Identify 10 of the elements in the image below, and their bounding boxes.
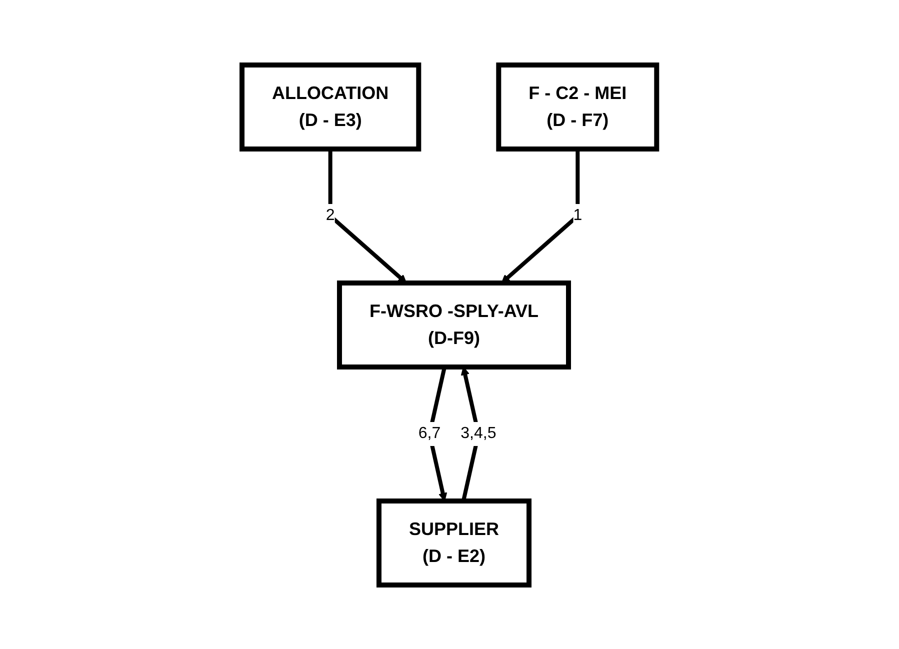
edge-label: 1 [573, 206, 582, 224]
edge-label: 6,7 [418, 424, 441, 442]
node-box: F-WSRO -SPLY-AVL (D-F9) [337, 280, 572, 369]
node-box: ALLOCATION (D - E3) [240, 62, 422, 151]
arrow [328, 148, 407, 283]
node-box: SUPPLIER (D - E2) [376, 498, 532, 587]
edge-label: 2 [326, 206, 335, 224]
node-box: F - C2 - MEI (D - F7) [496, 62, 660, 151]
arrow [501, 148, 580, 283]
edge-label: 3,4,5 [460, 424, 496, 442]
